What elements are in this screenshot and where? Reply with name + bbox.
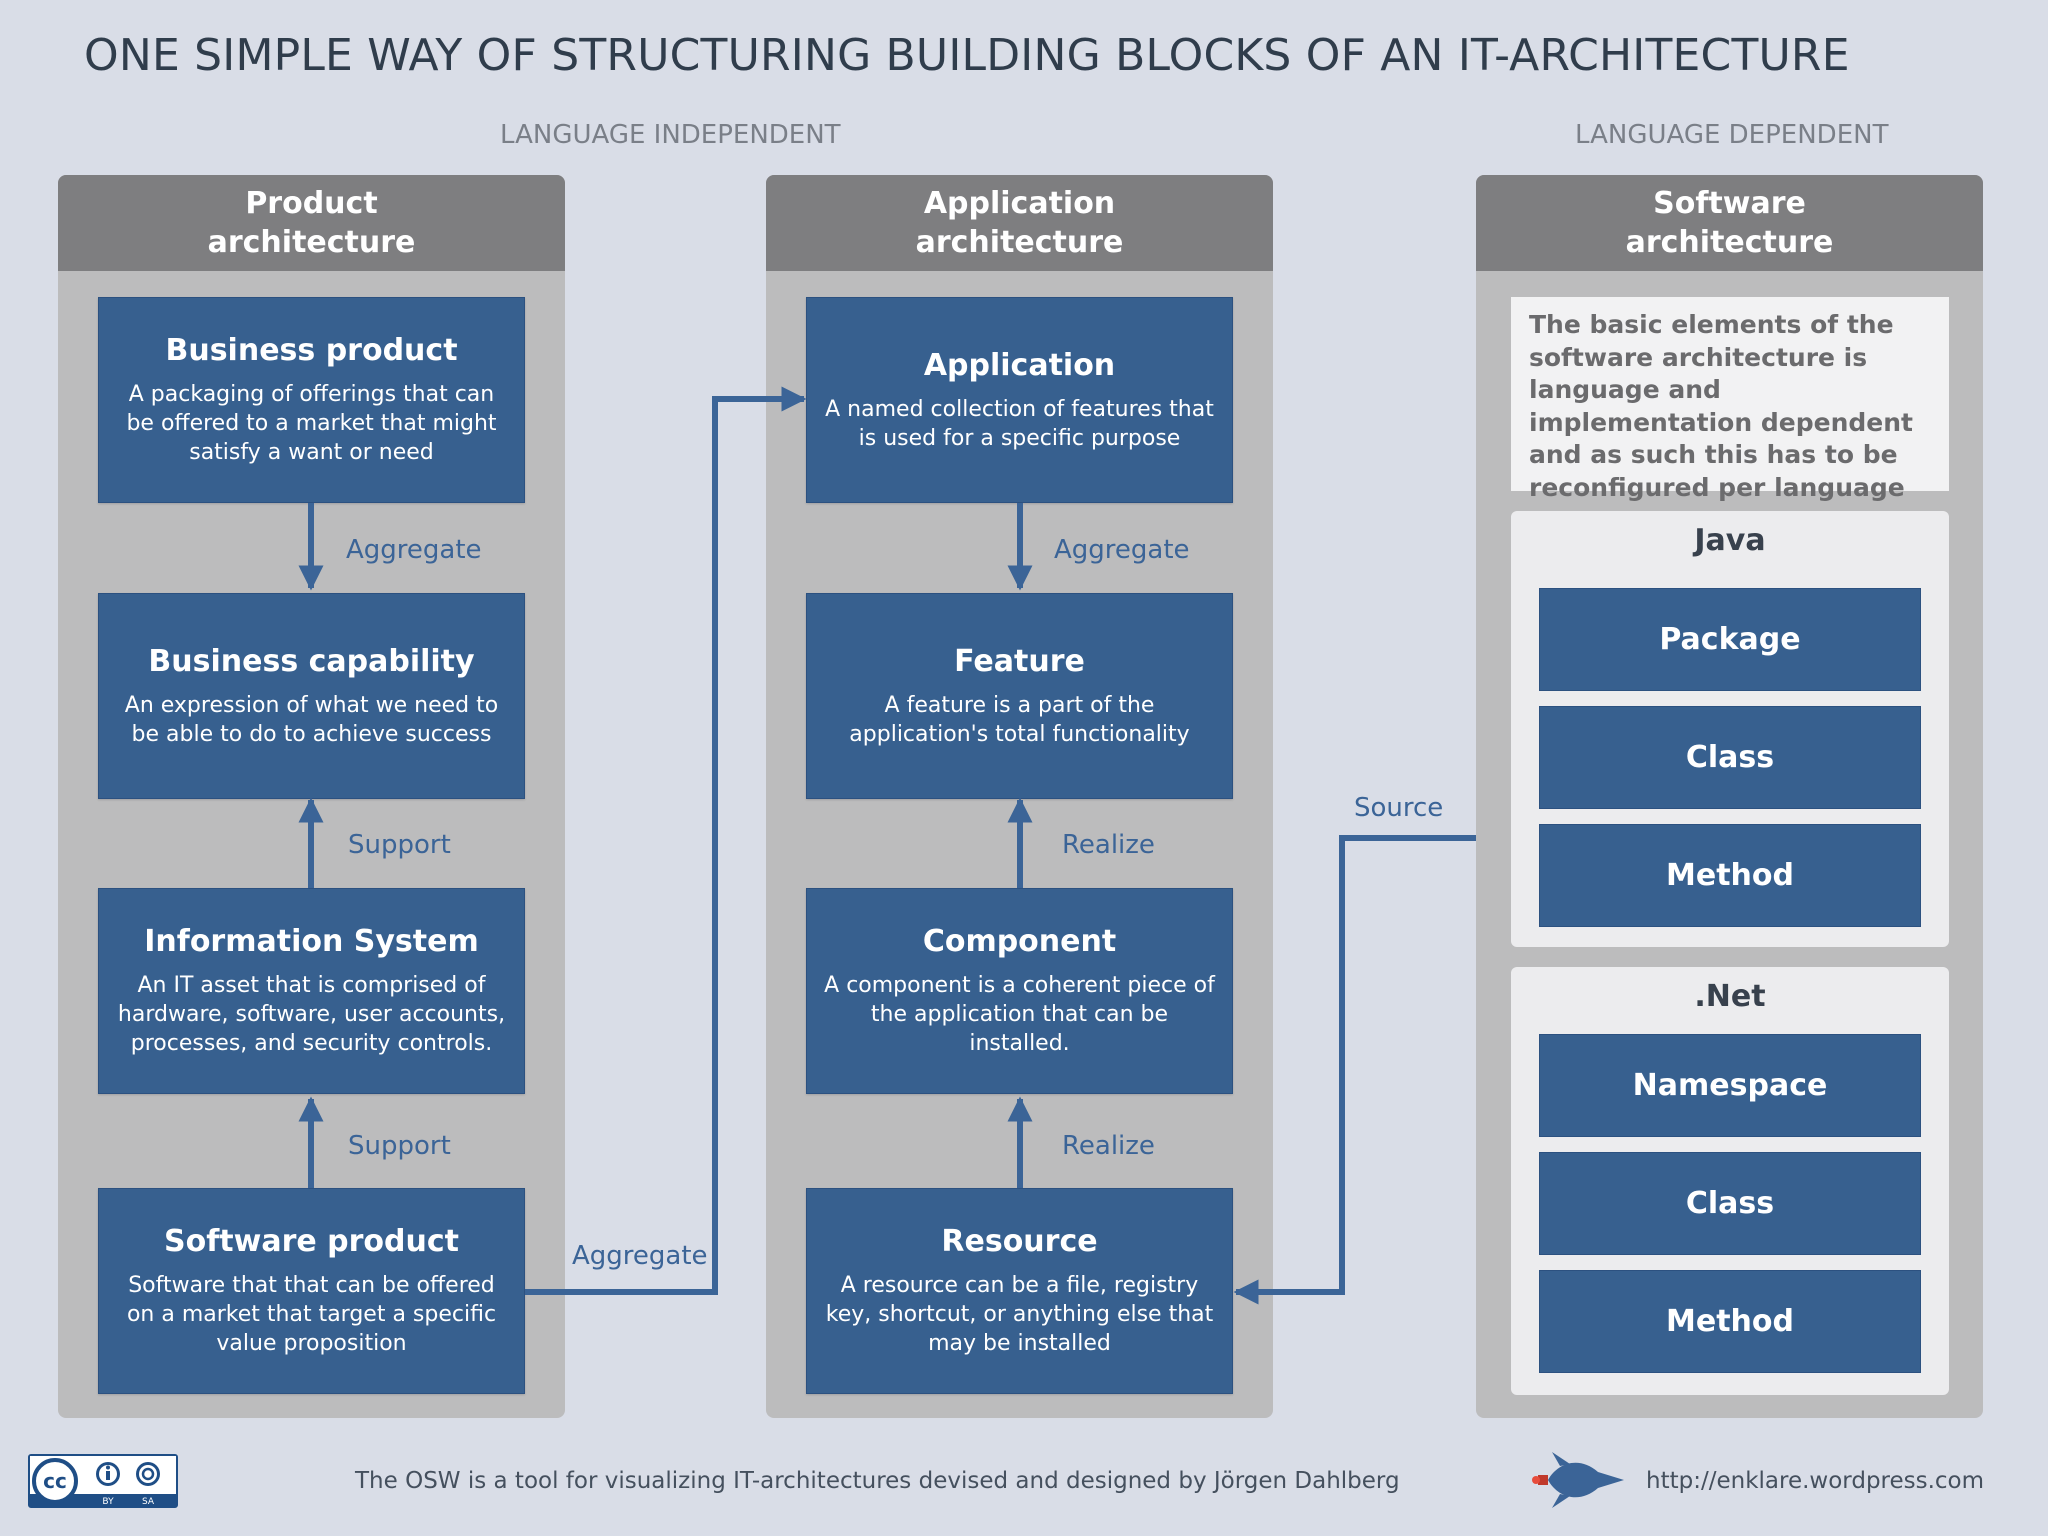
feature-box[interactable]: Feature A feature is a part of the appli… bbox=[806, 593, 1233, 799]
application-architecture-column: Application architecture Application A n… bbox=[766, 175, 1273, 1418]
cc-text: cc bbox=[43, 1469, 67, 1493]
dotnet-method-box[interactable]: Method bbox=[1539, 1270, 1921, 1373]
information-system-box[interactable]: Information System An IT asset that is c… bbox=[98, 888, 525, 1094]
box-description: An IT asset that is comprised of hardwar… bbox=[117, 973, 506, 1056]
box-description: Software that that can be offered on a m… bbox=[126, 1273, 497, 1356]
box-description: A feature is a part of the application's… bbox=[849, 692, 1190, 747]
box-title: Business capability bbox=[148, 643, 475, 679]
relation-label-support: Support bbox=[348, 1131, 451, 1161]
footer-credit: The OSW is a tool for visualizing IT-arc… bbox=[355, 1468, 1400, 1494]
box-title: Application bbox=[923, 347, 1116, 383]
relation-label-support: Support bbox=[348, 830, 451, 860]
column-header: Software architecture bbox=[1476, 175, 1983, 271]
box-title: Software product bbox=[164, 1224, 459, 1259]
dotnet-group-title: .Net bbox=[1694, 979, 1766, 1014]
dotnet-namespace-box[interactable]: Namespace bbox=[1539, 1034, 1921, 1137]
section-label-independent: LANGUAGE INDEPENDENT bbox=[500, 120, 841, 150]
java-package-box[interactable]: Package bbox=[1539, 588, 1921, 691]
java-class-box[interactable]: Class bbox=[1539, 706, 1921, 809]
page-title: ONE SIMPLE WAY OF STRUCTURING BUILDING B… bbox=[84, 30, 1850, 81]
relation-label-aggregate: Aggregate bbox=[346, 535, 482, 565]
java-method-box[interactable]: Method bbox=[1539, 824, 1921, 927]
relation-label-aggregate: Aggregate bbox=[1054, 535, 1190, 565]
cc-license-badge[interactable]: cc BY SA bbox=[28, 1454, 178, 1508]
box-title: Resource bbox=[941, 1224, 1098, 1259]
relation-label-aggregate-cross: Aggregate bbox=[572, 1241, 708, 1271]
java-group: Java Package Class Method bbox=[1511, 511, 1949, 947]
relation-label-realize: Realize bbox=[1062, 1131, 1155, 1161]
relation-label-source: Source bbox=[1354, 793, 1444, 823]
box-description: A packaging of offerings that can be off… bbox=[126, 382, 497, 465]
box-description: A resource can be a file, registry key, … bbox=[825, 1273, 1214, 1356]
column-header-line2: architecture bbox=[1625, 225, 1834, 260]
box-title: Business product bbox=[165, 333, 458, 368]
box-description: An expression of what we need to be able… bbox=[124, 692, 499, 747]
column-header-line2: architecture bbox=[915, 225, 1124, 260]
box-description: A component is a coherent piece of the a… bbox=[824, 973, 1215, 1056]
box-description: A named collection of features that is u… bbox=[825, 396, 1214, 451]
box-title: Information System bbox=[144, 924, 479, 959]
cc-by-text: BY bbox=[102, 1497, 114, 1506]
resource-box[interactable]: Resource A resource can be a file, regis… bbox=[806, 1188, 1233, 1394]
dotnet-class-box[interactable]: Class bbox=[1539, 1152, 1921, 1255]
application-box[interactable]: Application A named collection of featur… bbox=[806, 297, 1233, 503]
cc-by-sa-icon: cc BY SA bbox=[30, 1456, 176, 1507]
component-box[interactable]: Component A component is a coherent piec… bbox=[806, 888, 1233, 1094]
column-header-line2: architecture bbox=[207, 225, 416, 260]
column-header-line1: Application bbox=[923, 186, 1116, 221]
column-header-line1: Product bbox=[245, 186, 378, 221]
column-header: Application architecture bbox=[766, 175, 1273, 271]
aggregate-cross-arrow bbox=[525, 386, 807, 1295]
software-architecture-note: The basic elements of the software archi… bbox=[1511, 297, 1949, 502]
box-title: Feature bbox=[954, 643, 1085, 679]
dotnet-group: .Net Namespace Class Method bbox=[1511, 967, 1949, 1395]
rocket-logo-icon bbox=[1532, 1452, 1624, 1508]
box-title: Component bbox=[922, 924, 1117, 959]
column-header: Product architecture bbox=[58, 175, 565, 271]
software-architecture-column: Software architecture The basic elements… bbox=[1476, 175, 1983, 1418]
java-group-title: Java bbox=[1694, 523, 1766, 558]
cc-sa-text: SA bbox=[142, 1497, 155, 1506]
business-product-box[interactable]: Business product A packaging of offering… bbox=[98, 297, 525, 503]
software-product-box[interactable]: Software product Software that that can … bbox=[98, 1188, 525, 1394]
business-capability-box[interactable]: Business capability An expression of wha… bbox=[98, 593, 525, 799]
relation-label-realize: Realize bbox=[1062, 830, 1155, 860]
column-header-line1: Software bbox=[1653, 186, 1806, 221]
section-label-dependent: LANGUAGE DEPENDENT bbox=[1575, 120, 1889, 150]
footer-url-link[interactable]: http://enklare.wordpress.com bbox=[1646, 1468, 1985, 1494]
product-architecture-column: Product architecture Business product A … bbox=[58, 175, 565, 1418]
